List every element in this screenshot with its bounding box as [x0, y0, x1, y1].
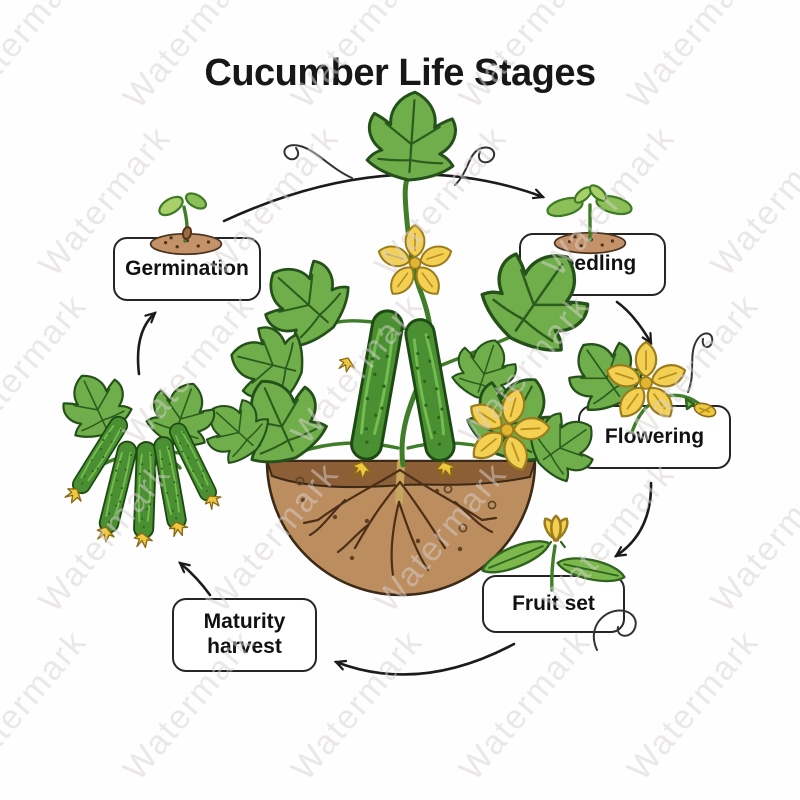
tendril	[687, 332, 714, 393]
leaf	[458, 359, 573, 475]
arrow-maturity-to-cluster	[180, 563, 212, 597]
wilted-flower	[335, 354, 358, 375]
central-plant-illustration	[191, 87, 637, 651]
watermark-text: Watermark	[703, 118, 800, 284]
watermark-text: Watermark	[619, 622, 767, 788]
fruit-blossom	[348, 459, 375, 482]
watermark-text: Watermark	[115, 286, 263, 452]
arrow-cluster-to-germination	[136, 313, 155, 376]
cucumber-fruit	[166, 419, 220, 505]
cucumber-flower	[453, 376, 562, 482]
cucumber-fruit	[96, 438, 140, 536]
stage-label-maturity: Maturity harvest	[203, 610, 286, 658]
fruit-blossom	[94, 524, 117, 545]
cucumber-fruit	[68, 412, 132, 498]
stage-label-flowering: Flowering	[604, 424, 705, 448]
leaf	[191, 386, 278, 472]
cucumber-fruit	[132, 440, 158, 540]
stage-label-seedling: Seedling	[548, 252, 637, 276]
watermark-text: Watermark	[31, 454, 179, 620]
fruit-blossom	[202, 490, 225, 512]
cucumber-fruit	[151, 434, 189, 532]
watermark-text: Watermark	[367, 118, 515, 284]
arrow-germination-to-seedling	[222, 173, 543, 223]
cucumber-fruit	[402, 315, 458, 465]
cucumber-fruit	[347, 307, 407, 463]
cucumber-flower	[374, 224, 456, 301]
watermark-text: Watermark	[703, 454, 800, 620]
leaf	[222, 363, 335, 476]
watermark-text: Watermark	[0, 622, 95, 788]
roots	[302, 459, 498, 577]
page-title: Cucumber Life Stages	[204, 52, 596, 94]
stage-box-fruit-set: Fruit set	[482, 575, 625, 633]
leaf	[364, 87, 460, 185]
leaf	[221, 319, 312, 408]
arrow-flowering-to-fruit-set	[616, 481, 653, 556]
watermark-text: Watermark	[199, 454, 347, 620]
tendril-left	[283, 144, 353, 179]
fruit-blossom	[167, 519, 190, 539]
stage-label-germination: Germination	[125, 256, 249, 280]
stage-label-fruit-set: Fruit set	[512, 591, 595, 615]
arrow-fruit-set-to-maturity	[336, 642, 516, 676]
watermark-text: Watermark	[0, 286, 95, 452]
watermark-text: Watermark	[451, 622, 599, 788]
stage-box-seedling: Seedling	[519, 233, 666, 296]
fruit-blossom	[133, 532, 153, 549]
leaf	[447, 330, 524, 408]
stage-box-flowering: Flowering	[578, 405, 731, 469]
flower-bud	[543, 514, 569, 549]
fruit-blossom	[61, 483, 87, 508]
fruit-blossom	[433, 458, 460, 482]
stage-box-maturity: Maturity harvest	[172, 598, 317, 672]
tendril-right	[454, 146, 496, 186]
leaf	[245, 242, 362, 359]
maturity-cluster-illustration	[52, 361, 225, 549]
watermark-text: Watermark	[283, 286, 431, 452]
stage-box-germination: Germination	[113, 237, 261, 301]
arrow-seedling-to-flowering	[615, 300, 653, 343]
main-stem	[399, 169, 434, 468]
